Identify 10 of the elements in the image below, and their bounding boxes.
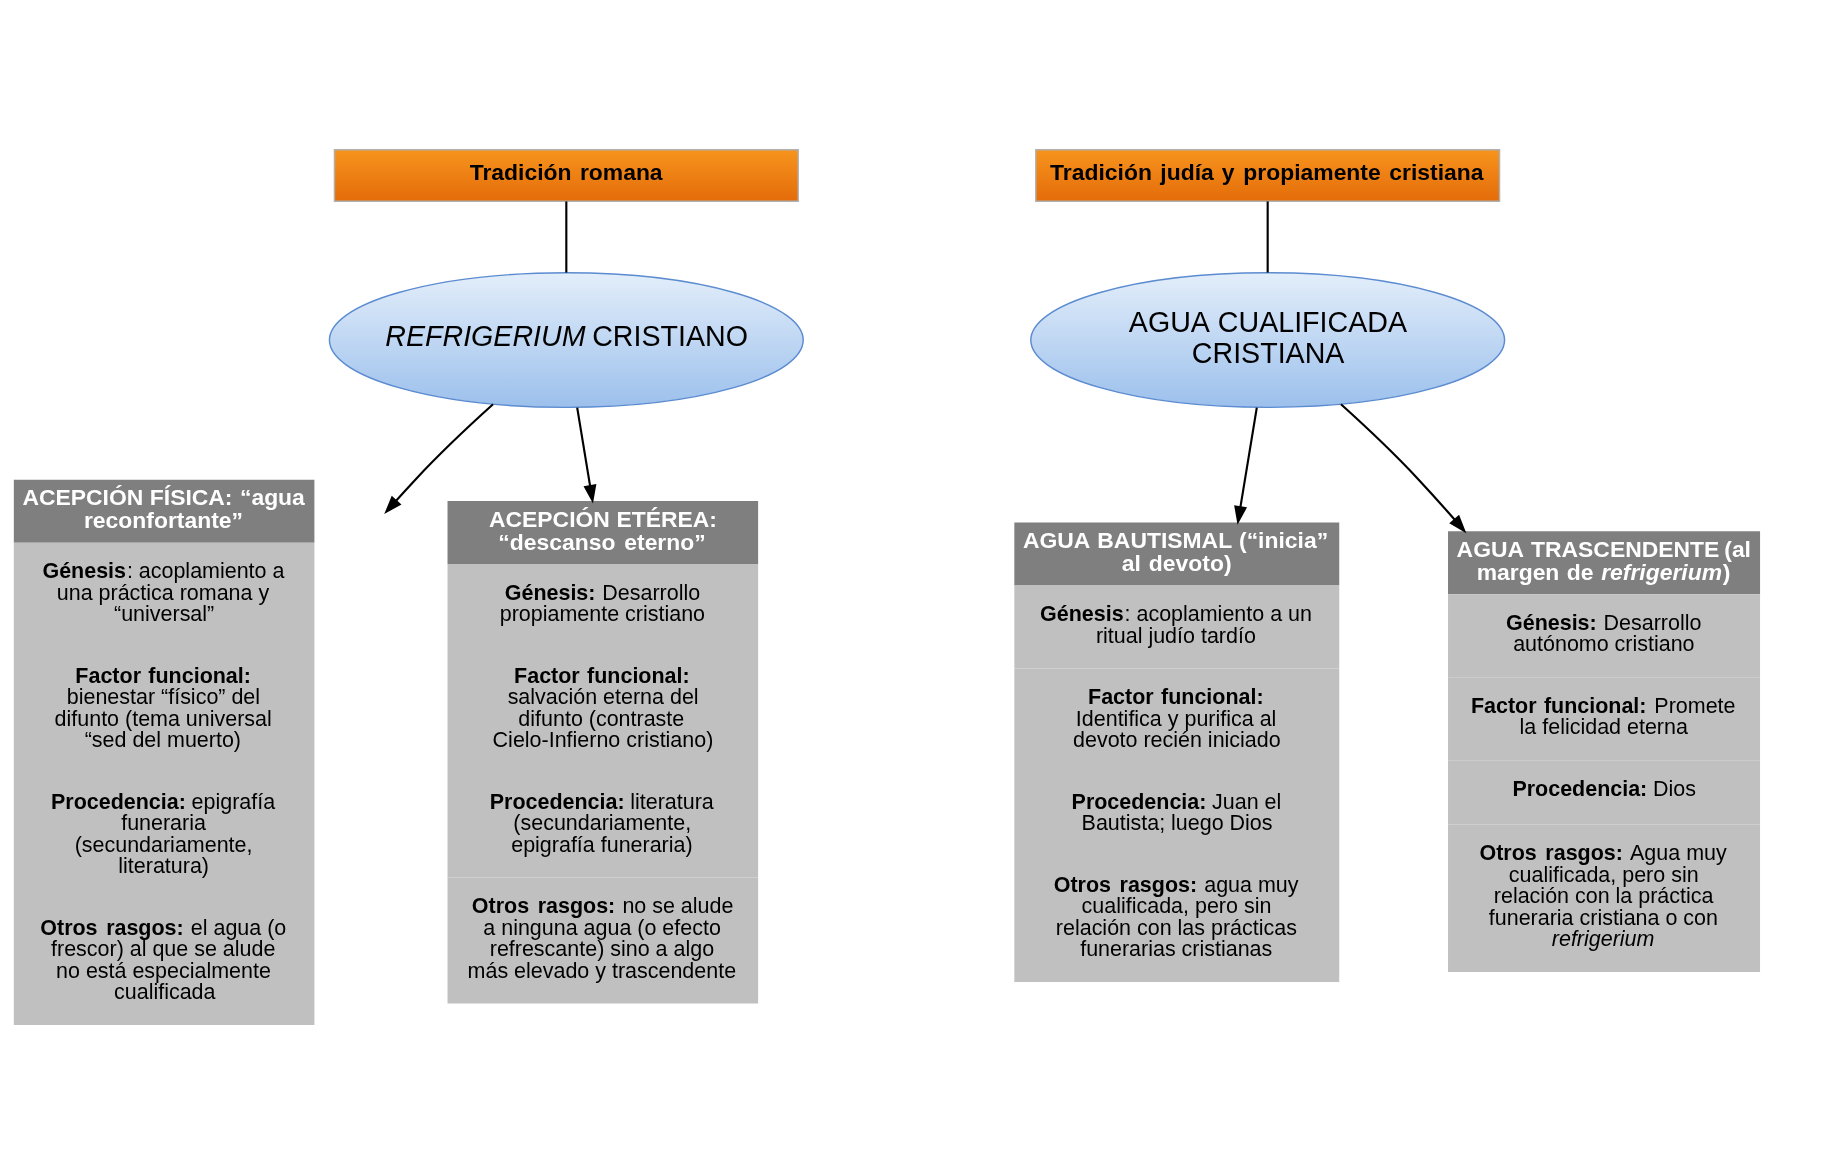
arrow	[1234, 407, 1258, 525]
node-ellipse: AGUA CUALIFICADA CRISTIANA	[1030, 272, 1506, 409]
node-box: Tradición romana	[333, 149, 799, 202]
connector	[565, 201, 568, 273]
connector	[1266, 201, 1269, 273]
arrow	[576, 407, 597, 504]
arrow	[384, 403, 494, 515]
arrow	[1340, 403, 1467, 534]
node-box: Tradición judía y propiamente cristiana	[1035, 149, 1501, 202]
node-ellipse: REFRIGERIUM CRISTIANO	[328, 272, 804, 409]
